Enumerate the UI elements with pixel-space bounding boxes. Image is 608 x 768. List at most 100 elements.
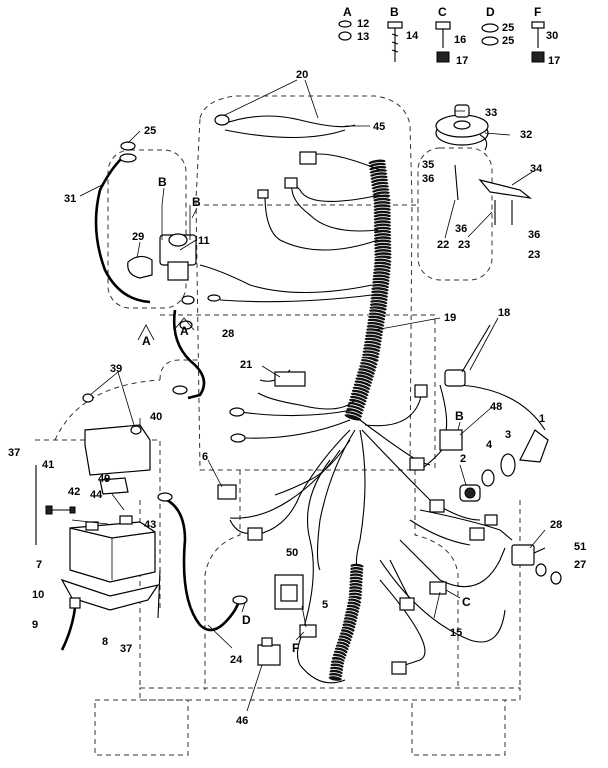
callout-21: 21 [240, 359, 252, 371]
callout-35: 35 [422, 159, 434, 171]
callout-33: 33 [485, 107, 497, 119]
solenoid-cover [127, 255, 153, 279]
key-letter-c: C [438, 5, 447, 19]
headlight [519, 429, 549, 463]
ref-a-2: A [180, 324, 189, 338]
module-50 [274, 574, 304, 610]
callout-22: 22 [437, 239, 449, 251]
ref-b-2: B [192, 195, 201, 209]
pto-switch [444, 324, 491, 387]
callout-8: 8 [102, 636, 108, 648]
key-part-25-a: 25 [502, 22, 514, 34]
switch-28 [511, 544, 546, 566]
nut-51 [535, 563, 547, 577]
key-letter-f: F [534, 5, 541, 19]
pto-clutch [435, 104, 489, 151]
callout-7: 7 [36, 559, 42, 571]
leader-lines [71, 79, 546, 712]
callout-29: 29 [132, 231, 144, 243]
callout-37-a: 37 [8, 447, 20, 459]
callout-37-b: 37 [120, 643, 132, 655]
key-part-17-f: 17 [548, 55, 560, 67]
key-part-17-c: 17 [456, 55, 468, 67]
tractor-outline [35, 95, 521, 756]
callout-39: 39 [110, 363, 122, 375]
key-part-16: 16 [454, 34, 466, 46]
callout-36-a: 36 [422, 173, 434, 185]
callout-49: 49 [98, 473, 110, 485]
harness-loom [343, 158, 393, 422]
connector-15 [429, 581, 447, 595]
ignition-switch [459, 484, 481, 502]
hardware-key: A 12 13 B 14 C 16 17 D 25 25 F 30 17 [338, 5, 560, 67]
relay-48 [439, 429, 463, 451]
key-letter-b: B [390, 5, 399, 19]
bracket [478, 178, 533, 199]
callout-2: 2 [460, 453, 466, 465]
key-part-14: 14 [406, 30, 419, 42]
clamp-10 [69, 597, 81, 609]
washer-27 [550, 571, 562, 585]
callout-11: 11 [198, 235, 210, 247]
callout-51: 51 [574, 541, 586, 553]
callout-46: 46 [236, 715, 248, 727]
ref-d: D [242, 613, 251, 627]
callout-18: 18 [498, 307, 510, 319]
ref-f: F [292, 641, 299, 655]
callout-28-b: 28 [550, 519, 562, 531]
callout-23-b: 23 [528, 249, 540, 261]
callout-31: 31 [64, 193, 76, 205]
callout-9: 9 [32, 619, 38, 631]
callout-6: 6 [202, 451, 208, 463]
grommet-4 [481, 469, 495, 487]
callout-44: 44 [90, 489, 103, 501]
ref-a-1: A [142, 334, 151, 348]
ref-c: C [462, 595, 471, 609]
callout-43: 43 [144, 519, 156, 531]
key-part-25-b: 25 [502, 35, 514, 47]
callout-50: 50 [286, 547, 298, 559]
callout-5: 5 [322, 599, 328, 611]
callout-1: 1 [539, 413, 545, 425]
callout-20: 20 [296, 69, 308, 81]
callout-24: 24 [230, 654, 243, 666]
callout-28-a: 28 [222, 328, 234, 340]
grommet-3 [500, 453, 516, 477]
reference-markers [137, 187, 461, 641]
battery [69, 515, 156, 583]
harness-wires [199, 115, 546, 684]
callout-40: 40 [150, 411, 162, 423]
ref-b-3: B [455, 409, 464, 423]
starter-solenoid [159, 205, 197, 281]
callout-48: 48 [490, 401, 502, 413]
components [35, 104, 562, 675]
key-part-13: 13 [357, 31, 369, 43]
ring-terminal-31 [119, 153, 137, 163]
connector-5 [299, 624, 317, 638]
ref-b-1: B [158, 175, 167, 189]
callout-19: 19 [444, 312, 456, 324]
key-part-30: 30 [546, 30, 558, 42]
relay-46 [257, 637, 281, 666]
callout-36-b: 36 [455, 223, 467, 235]
key-letter-a: A [343, 5, 352, 19]
callout-27: 27 [574, 559, 586, 571]
callout-32: 32 [520, 129, 532, 141]
connector-6 [217, 484, 237, 500]
callout-45: 45 [373, 121, 385, 133]
key-letter-d: D [486, 5, 495, 19]
callout-41: 41 [42, 459, 54, 471]
callout-42: 42 [68, 486, 80, 498]
callout-23-a: 23 [458, 239, 470, 251]
front-loom [327, 562, 365, 682]
callouts: 20 45 33 32 25 35 36 34 31 29 11 22 23 3… [8, 69, 586, 727]
terminal-cover [99, 477, 129, 495]
callout-25: 25 [144, 125, 156, 137]
relay-21 [274, 371, 306, 387]
callout-4: 4 [486, 439, 493, 451]
reference-letters: B B A A B D F C [142, 175, 471, 655]
key-part-12: 12 [357, 18, 369, 30]
callout-36-c: 36 [528, 229, 540, 241]
callout-34: 34 [530, 163, 543, 175]
callout-15: 15 [450, 627, 462, 639]
